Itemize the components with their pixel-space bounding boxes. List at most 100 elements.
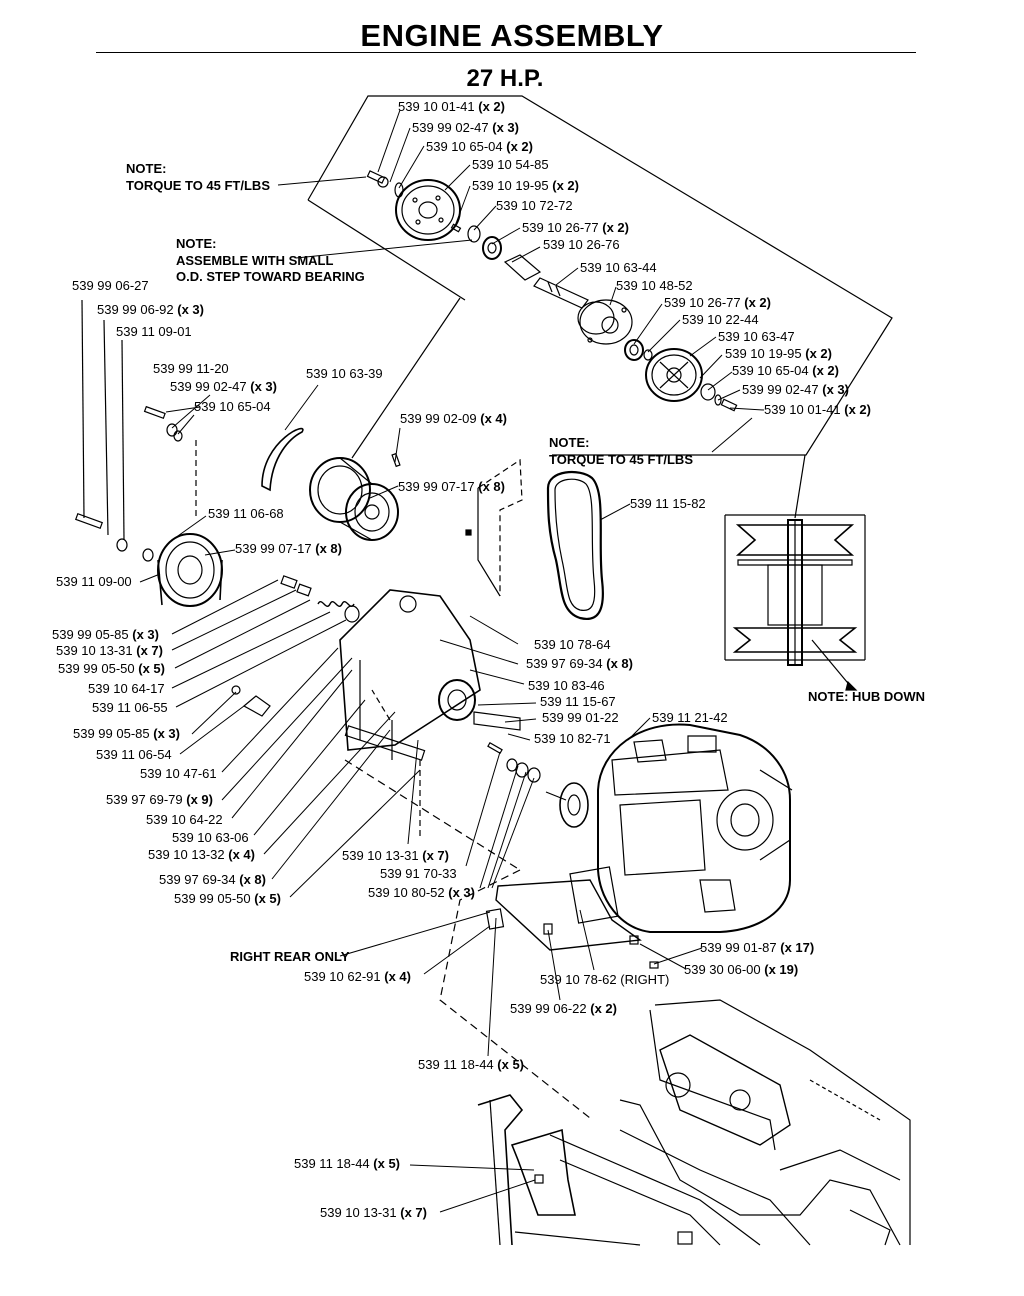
part-number: 539 99 05-50	[58, 661, 135, 676]
part-number: 539 30 06-00	[684, 962, 761, 977]
part-quantity: (x 2)	[841, 402, 871, 417]
part-label: 539 10 65-04	[194, 399, 271, 414]
part-label: 539 10 22-44	[682, 312, 759, 327]
part-number: 539 10 63-06	[172, 830, 249, 845]
part-label: 539 11 06-55	[92, 700, 168, 715]
note-assemble-text-2: O.D. STEP TOWARD BEARING	[176, 269, 365, 284]
part-number: 539 10 82-71	[534, 731, 611, 746]
part-number: 539 11 18-44	[418, 1057, 494, 1072]
page-title: ENGINE ASSEMBLY	[360, 18, 664, 53]
part-number: 539 10 19-95	[725, 346, 802, 361]
part-label: 539 10 19-95 (x 2)	[725, 346, 832, 361]
part-label: 539 99 05-50 (x 5)	[174, 891, 281, 906]
part-label: 539 10 01-41 (x 2)	[398, 99, 505, 114]
part-label: 539 10 64-17	[88, 681, 165, 696]
part-number: 539 11 06-68	[208, 506, 284, 521]
part-label: 539 30 06-00 (x 19)	[684, 962, 798, 977]
part-number: 539 10 78-62 (RIGHT)	[540, 972, 669, 987]
note-torque-top-text: TORQUE TO 45 FT/LBS	[126, 178, 270, 193]
part-number: 539 99 01-87	[700, 940, 777, 955]
part-label: 539 10 82-71	[534, 731, 611, 746]
part-quantity: (x 4)	[477, 411, 507, 426]
part-quantity: (x 3)	[819, 382, 849, 397]
part-label: 539 99 01-87 (x 17)	[700, 940, 814, 955]
part-label: 539 11 21-42	[652, 710, 728, 725]
part-quantity: (x 3)	[129, 627, 159, 642]
part-number: 539 11 09-00	[56, 574, 132, 589]
part-number: 539 10 13-31	[56, 643, 133, 658]
part-number: 539 10 26-76	[543, 237, 620, 252]
part-label: 539 10 13-31 (x 7)	[56, 643, 163, 658]
part-label: 539 97 69-34 (x 8)	[159, 872, 266, 887]
part-label: 539 10 19-95 (x 2)	[472, 178, 579, 193]
part-label: 539 99 07-17 (x 8)	[398, 479, 505, 494]
part-label: 539 11 06-54	[96, 747, 172, 762]
part-number: 539 11 06-54	[96, 747, 172, 762]
part-quantity: (x 5)	[494, 1057, 524, 1072]
part-label: 539 99 02-47 (x 3)	[742, 382, 849, 397]
part-number: 539 10 19-95	[472, 178, 549, 193]
part-quantity: (x 3)	[174, 302, 204, 317]
part-label: 539 99 06-27	[72, 278, 149, 293]
part-label: 539 11 06-68	[208, 506, 284, 521]
part-quantity: (x 8)	[603, 656, 633, 671]
part-label: 539 11 15-67	[540, 694, 616, 709]
part-number: 539 97 69-34	[159, 872, 236, 887]
part-quantity: (x 5)	[135, 661, 165, 676]
part-number: 539 10 63-47	[718, 329, 795, 344]
part-quantity: (x 8)	[475, 479, 505, 494]
part-label: 539 10 13-31 (x 7)	[320, 1205, 427, 1220]
part-number: 539 11 18-44	[294, 1156, 370, 1171]
part-quantity: (x 7)	[133, 643, 163, 658]
part-label: 539 11 18-44 (x 5)	[418, 1057, 524, 1072]
part-quantity: (x 7)	[419, 848, 449, 863]
part-number: 539 11 06-55	[92, 700, 168, 715]
part-label: 539 10 80-52 (x 3)	[368, 885, 475, 900]
part-label: 539 10 54-85	[472, 157, 549, 172]
part-number: 539 11 15-82	[630, 496, 706, 511]
part-label: 539 99 02-09 (x 4)	[400, 411, 507, 426]
part-label: 539 99 05-85 (x 3)	[73, 726, 180, 741]
part-number: 539 10 64-22	[146, 812, 223, 827]
part-number: 539 10 80-52	[368, 885, 445, 900]
part-quantity: (x 4)	[225, 847, 255, 862]
detail-inset-box	[307, 95, 893, 456]
part-number: 539 11 15-67	[540, 694, 616, 709]
part-label: 539 10 26-76	[543, 237, 620, 252]
part-number: 539 10 13-31	[320, 1205, 397, 1220]
part-label: 539 10 63-39	[306, 366, 383, 381]
part-number: 539 10 62-91	[304, 969, 381, 984]
drive-shaft-parts	[366, 170, 738, 412]
hub-side-view	[724, 454, 866, 691]
part-number: 539 11 21-42	[652, 710, 728, 725]
part-quantity: (x 7)	[397, 1205, 427, 1220]
part-quantity: (x 2)	[549, 178, 579, 193]
part-number: 539 10 01-41	[398, 99, 475, 114]
part-number: 539 10 63-39	[306, 366, 383, 381]
part-number: 539 10 26-77	[522, 220, 599, 235]
part-label: 539 10 13-32 (x 4)	[148, 847, 255, 862]
part-number: 539 97 69-34	[526, 656, 603, 671]
part-label: 539 10 78-64	[534, 637, 611, 652]
part-number: 539 10 48-52	[616, 278, 693, 293]
part-label: 539 97 69-34 (x 8)	[526, 656, 633, 671]
part-label: 539 10 26-77 (x 2)	[522, 220, 629, 235]
part-label: 539 10 01-41 (x 2)	[764, 402, 871, 417]
part-number: 539 99 05-85	[73, 726, 150, 741]
part-number: 539 10 64-17	[88, 681, 165, 696]
part-quantity: (x 2)	[599, 220, 629, 235]
part-number: 539 99 02-47	[170, 379, 247, 394]
leader-lines	[139, 109, 765, 1213]
part-number: 539 10 54-85	[472, 157, 549, 172]
part-label: 539 11 09-00	[56, 574, 132, 589]
title-rule	[96, 52, 916, 53]
part-number: 539 99 02-09	[400, 411, 477, 426]
part-label: 539 11 09-01	[116, 324, 192, 339]
part-quantity: (x 2)	[809, 363, 839, 378]
part-number: 539 99 07-17	[398, 479, 475, 494]
part-quantity: (x 3)	[150, 726, 180, 741]
note-torque-mid-title: NOTE:	[549, 435, 589, 450]
part-quantity: (x 5)	[370, 1156, 400, 1171]
note-right-rear-only: RIGHT REAR ONLY	[230, 949, 350, 964]
